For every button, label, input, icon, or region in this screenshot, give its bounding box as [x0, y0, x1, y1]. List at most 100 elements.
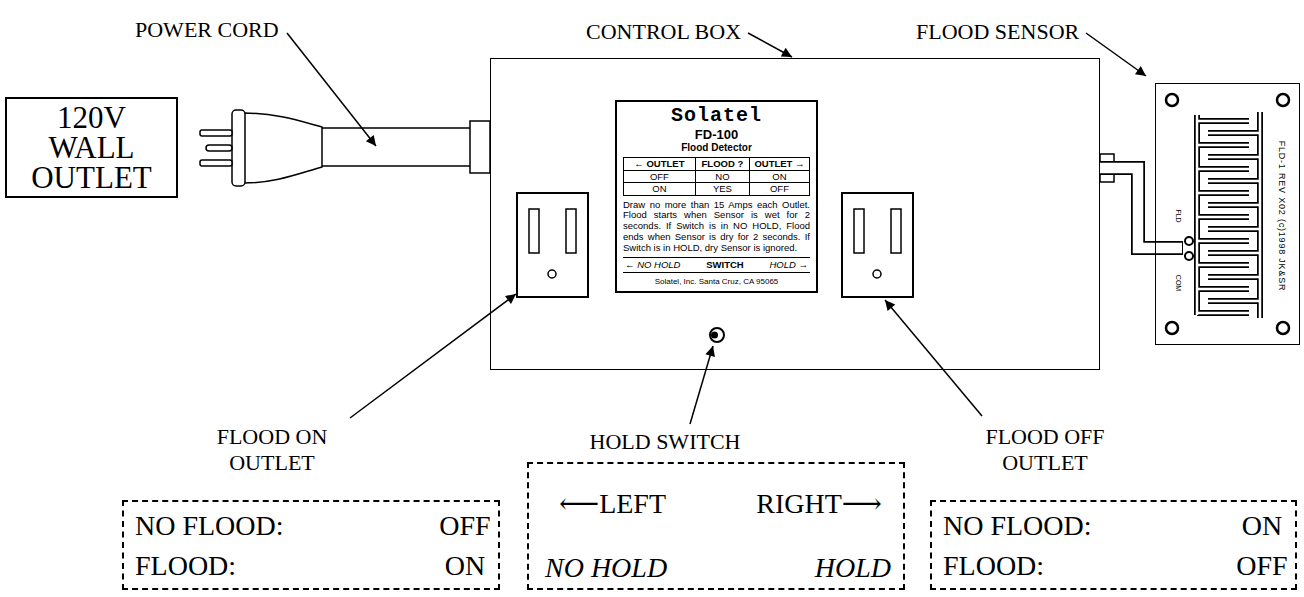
switch-toggle — [711, 332, 718, 339]
outlet-plate — [517, 193, 588, 297]
table-cell: YES — [696, 183, 750, 196]
solder-pad — [1185, 252, 1193, 260]
switch-legend: SWITCH — [706, 259, 743, 271]
leader-lines — [287, 33, 1146, 424]
callout-label: FLOOD OFF OUTLET — [975, 424, 1115, 476]
pin-name-group: FLD — [1174, 209, 1182, 222]
wall-outlet-box: 120V WALL OUTLET — [5, 97, 178, 198]
control-box: CONTROL BOXSolatelFD-100Flood Detector← … — [490, 58, 1100, 370]
outlet-slot — [566, 209, 576, 253]
state-box: NO FLOOD:OFFFLOOD:ON — [122, 500, 500, 590]
state-text: FLOOD: — [943, 546, 1229, 586]
table-cell: OFF — [624, 171, 696, 184]
plug-prong — [200, 130, 232, 136]
callout-label: HOLD SWITCH — [590, 429, 741, 455]
callout-label-group: CONTROL BOX — [586, 19, 741, 45]
state-text: NO FLOOD: — [943, 506, 1229, 546]
cord-strain-relief — [470, 121, 490, 173]
callout-anchor: HOLD SWITCH — [590, 429, 741, 455]
plug-ground-pin — [206, 145, 232, 151]
callout-label-group: FLOOD SENSOR — [916, 19, 1079, 45]
table-cell: ON — [624, 183, 696, 196]
switch-legend: ← NO HOLD — [625, 259, 680, 271]
table-cell: OUTLET → — [750, 158, 810, 171]
switch-mode: HOLD — [815, 548, 891, 588]
mounting-holes — [1166, 94, 1289, 334]
mounting-hole — [1277, 322, 1289, 334]
switch-mode-group: NO HOLD HOLD — [529, 548, 903, 588]
outlet-ground-hole — [873, 270, 881, 278]
switch-box: ⟵LEFT RIGHT⟶ NO HOLD HOLD — [527, 462, 905, 590]
outlet-caption: 120V WALL OUTLET — [17, 103, 167, 193]
switch-legend-group: ← NO HOLDSWITCHHOLD → — [623, 257, 810, 273]
model-number: FD-100 — [623, 127, 810, 142]
plug-body — [244, 113, 322, 183]
state-text: FLOOD: — [135, 546, 432, 586]
state-box: NO FLOOD:ONFLOOD:OFF — [930, 500, 1297, 590]
switch-mode: NO HOLD — [545, 548, 667, 588]
maker-address-group: Solatel, Inc. Santa Cruz, CA 95065 — [623, 276, 810, 287]
solder-pad — [1185, 237, 1193, 245]
board-marking: FLD-1 REV X02 (c)1998 JK&SR — [1277, 141, 1287, 292]
callout-label: FLOOD SENSOR — [916, 19, 1079, 45]
product-name-group: Flood Detector — [623, 142, 810, 154]
switch-ring — [710, 328, 724, 342]
instruction-text-group: Draw no more than 15 Amps each Outlet. F… — [623, 200, 810, 254]
state-text-group: FLOOD:OFF — [932, 546, 1295, 586]
outlet-slot — [529, 209, 539, 253]
board-marking-group: FLD-1 REV X02 (c)1998 JK&SR — [1277, 141, 1287, 292]
switch-direction-group: ⟵LEFT RIGHT⟶ — [529, 484, 903, 524]
table-cell: ON — [750, 171, 810, 184]
leader-line — [1086, 33, 1146, 76]
pin-name: FLD — [1174, 209, 1182, 222]
pin-name: COM — [1174, 275, 1182, 291]
mounting-hole — [1277, 94, 1289, 106]
table-cell-group: ← OUTLETFLOOD ?OUTLET →OFFNOONONYESOFF — [623, 157, 810, 196]
callout-anchor: FLOOD ON OUTLET — [202, 424, 342, 476]
cable-end — [1155, 241, 1183, 255]
comb-trace — [1197, 115, 1249, 315]
leader-line — [748, 33, 792, 57]
plug-face — [232, 110, 245, 186]
comb-trace-inner — [1208, 112, 1260, 318]
comb-trace — [1208, 112, 1260, 318]
mounting-hole — [1166, 94, 1178, 106]
callout-anchor: FLOOD OFF OUTLET — [975, 424, 1115, 476]
product-name: Flood Detector — [623, 142, 810, 154]
sensor-cable — [1100, 168, 1155, 248]
leader-line — [350, 294, 516, 418]
outlet-slot — [891, 209, 901, 253]
comb-trace-inner — [1197, 115, 1249, 315]
brand-name-group: Solatel — [623, 105, 810, 127]
cable-outline — [1100, 168, 1155, 248]
callout-label: FLOOD ON OUTLET — [202, 424, 342, 476]
callout-label: CONTROL BOX — [586, 19, 741, 45]
flood-on-outlet — [517, 193, 588, 297]
state-text-group: NO FLOOD:ON — [932, 506, 1295, 546]
table-cell: ← OUTLET — [624, 158, 696, 171]
table-cell: FLOOD ? — [696, 158, 750, 171]
sensor-comb — [1197, 112, 1260, 318]
state-text: OFF — [1229, 546, 1295, 586]
mounting-hole — [1166, 322, 1178, 334]
power-cord — [320, 128, 472, 166]
switch-direction: RIGHT⟶ — [756, 484, 882, 524]
state-text-group: FLOOD:ON — [124, 546, 498, 586]
pin-name-group: COM — [1174, 275, 1182, 291]
callout-anchor: POWER CORD — [135, 17, 279, 43]
outlet-caption-group: 120V WALL OUTLET — [17, 103, 167, 193]
callout-label: POWER CORD — [135, 17, 279, 43]
outlet-ground-hole — [548, 270, 556, 278]
outlet-slot — [854, 209, 864, 253]
state-text: ON — [432, 546, 498, 586]
state-text-group: NO FLOOD:OFF — [124, 506, 498, 546]
flood-off-outlet — [842, 193, 913, 297]
cable-core — [1100, 168, 1155, 248]
switch-direction: ⟵LEFT — [559, 484, 666, 524]
outlet-plate — [842, 193, 913, 297]
state-text: OFF — [432, 506, 498, 546]
leader-line — [885, 300, 982, 416]
flood-sensor-board: FLOOD SENSORFLD-1 REV X02 (c)1998 JK&SRF… — [1155, 83, 1300, 345]
leader-line — [690, 346, 713, 424]
label-panel: SolatelFD-100Flood Detector ← OUTLETFLOOD… — [615, 100, 818, 293]
